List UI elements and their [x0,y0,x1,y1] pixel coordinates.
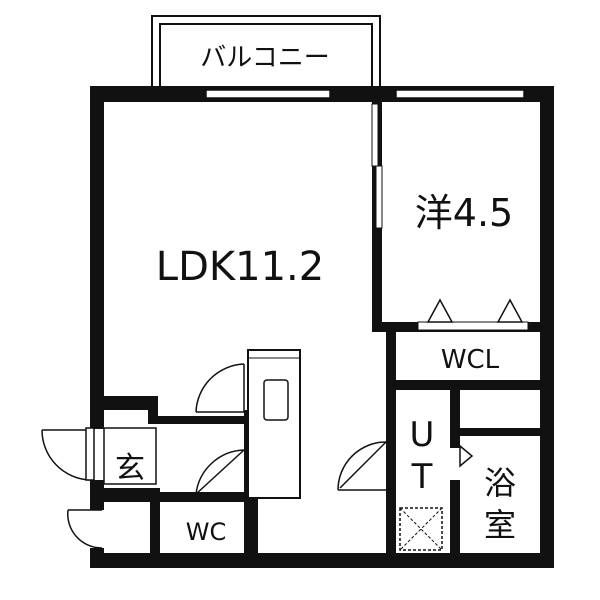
toilet-label: WC [186,518,227,546]
entrance-frame [103,427,157,485]
balcony-label: バルコニー [200,43,329,73]
utility-door [337,441,387,491]
bath-label-2: 室 [484,506,516,544]
utility-label-u: U [410,415,435,455]
ldk-label: LDK11.2 [156,244,324,290]
entrance-label: 玄 [115,451,145,486]
kitchen-counter [247,349,301,499]
bath-label-1: 浴 [484,464,516,502]
sliding-door-ldk [371,103,383,229]
closet-doors [417,298,529,331]
storage-door [67,509,103,549]
ldk-door [195,363,245,413]
bath-door [459,444,474,468]
balcony [151,15,381,90]
windows [205,89,525,99]
closet-label: WCL [441,345,500,375]
wc-door [195,449,245,495]
washing-machine-space [399,507,443,551]
entrance-door [41,427,95,481]
western-room-label: 洋4.5 [415,191,513,235]
utility-label-t: T [411,457,433,497]
